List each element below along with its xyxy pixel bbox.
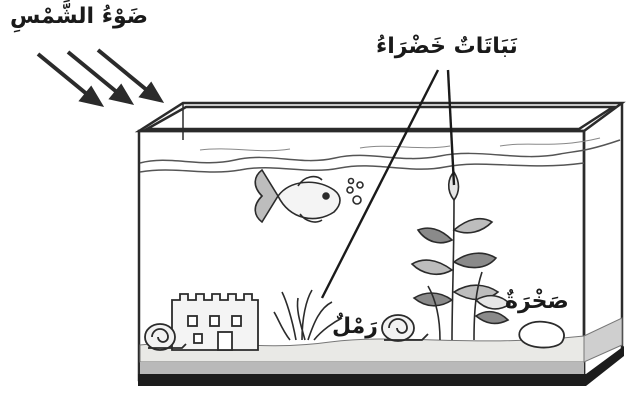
castle-ornament bbox=[172, 294, 258, 350]
water-surface bbox=[140, 138, 620, 172]
rock-label: صَخْرَةٌ bbox=[505, 289, 569, 314]
sand-label: رَمْلٌ bbox=[332, 314, 378, 339]
green-plants-label: نَبَاتَاتٌ خَضْرَاءُ bbox=[376, 34, 518, 59]
rock bbox=[519, 322, 564, 348]
sunlight-label: ضَوْءُ الشَّمْسِ bbox=[10, 4, 148, 29]
snail-right bbox=[382, 315, 428, 341]
fish bbox=[255, 170, 363, 222]
leafy-plant bbox=[412, 172, 510, 340]
sunlight-arrows bbox=[38, 50, 160, 104]
